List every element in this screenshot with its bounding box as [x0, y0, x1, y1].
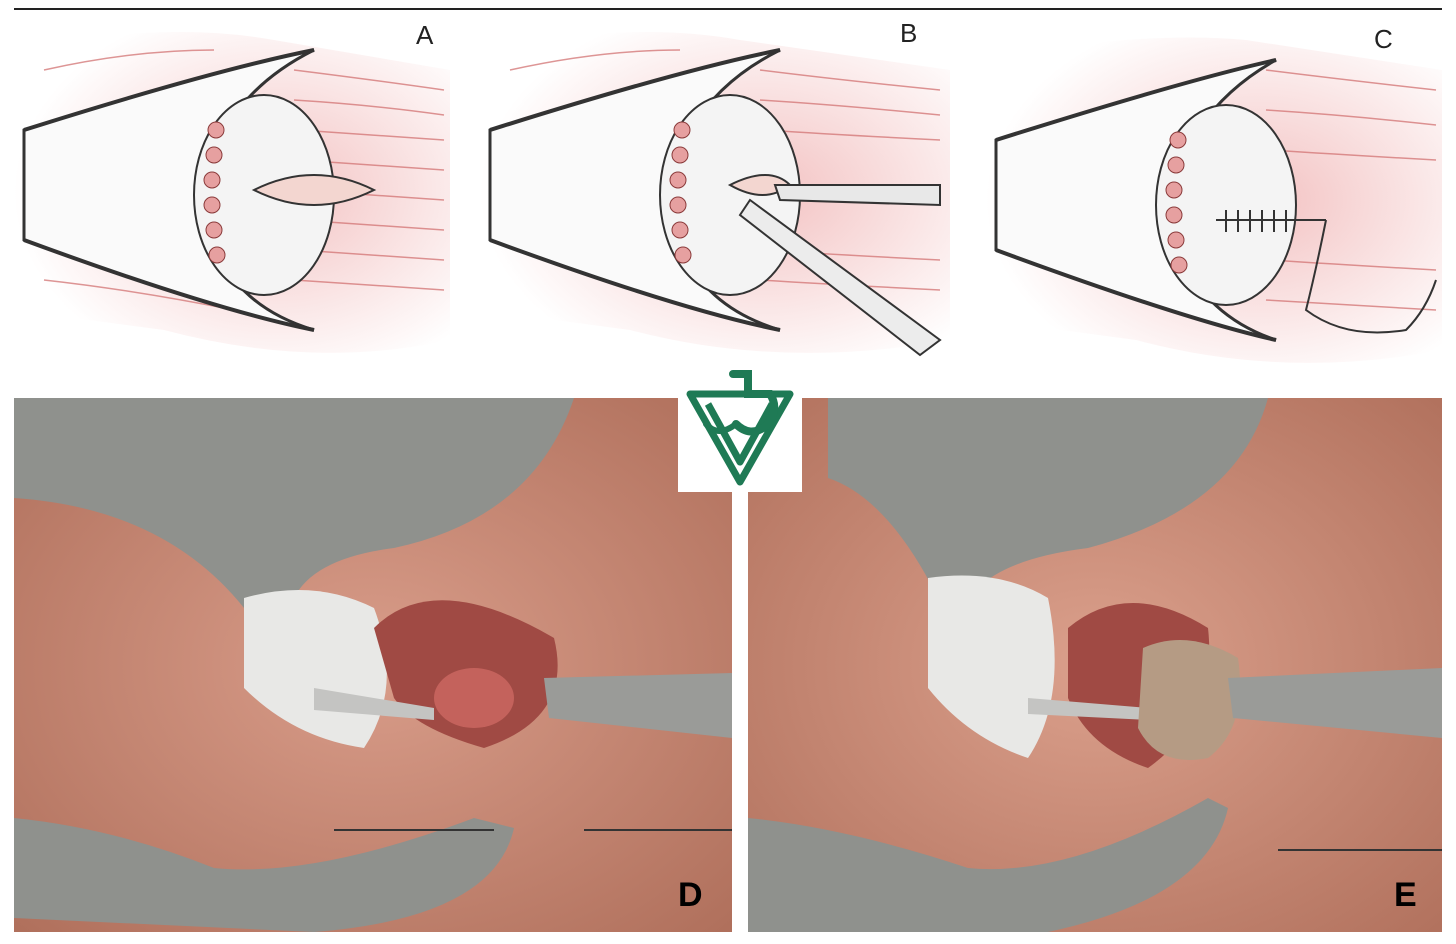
eyelid-suture-illustration	[986, 10, 1442, 380]
panel-label-d: D	[678, 876, 703, 914]
eyelid-incision-illustration	[14, 10, 450, 380]
surgical-photo-e	[748, 398, 1442, 932]
illustration-panel-b: B	[480, 10, 950, 380]
top-rule	[14, 8, 1442, 10]
photo-panel-e: E	[748, 398, 1442, 932]
illustration-panel-c: C	[986, 10, 1442, 380]
panel-label-c: C	[1374, 24, 1393, 54]
surgical-photo-d	[14, 398, 732, 932]
panel-label-e: E	[1394, 876, 1417, 914]
eyelid-forceps-illustration	[480, 10, 950, 380]
illustration-panel-a: A	[14, 10, 450, 380]
photo-panel-d: D	[14, 398, 732, 932]
logo-icon	[678, 354, 802, 492]
logo-mark	[678, 354, 802, 492]
panel-label-b: B	[900, 18, 918, 48]
panel-label-a: A	[416, 20, 434, 50]
